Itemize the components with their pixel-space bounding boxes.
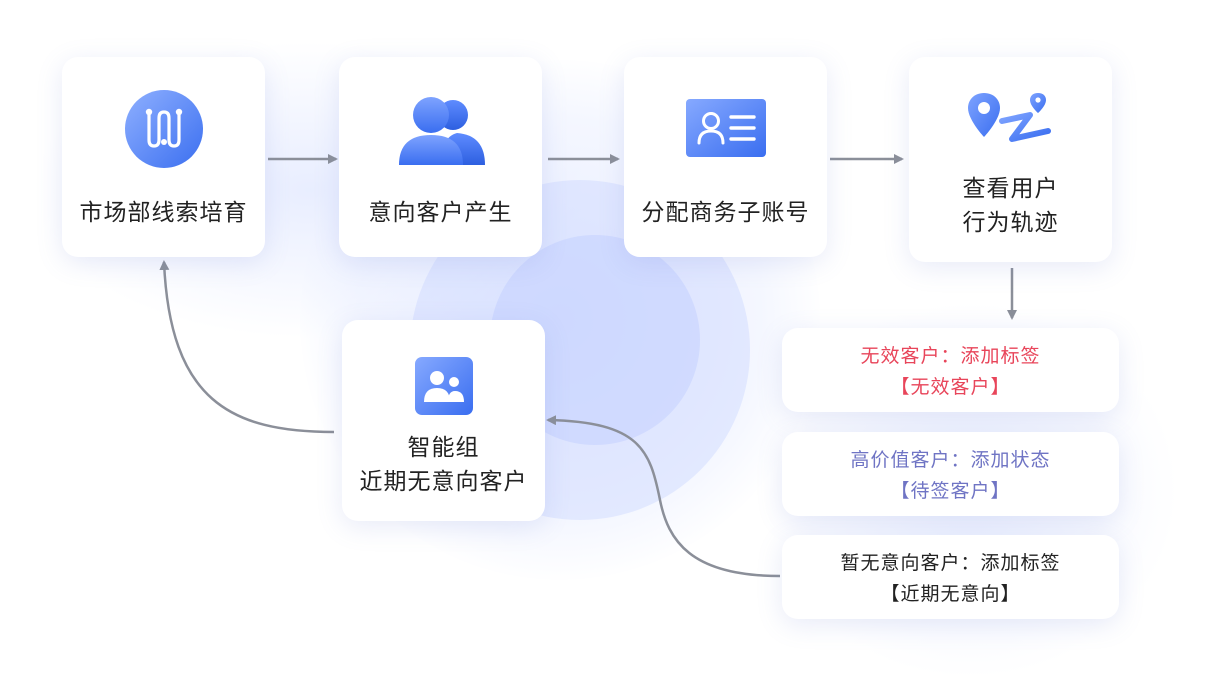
arrow-smart-to-marketing xyxy=(159,260,335,434)
node-label: 意向客户产生 xyxy=(368,200,513,226)
node-label-line2: 行为轨迹 xyxy=(962,210,1059,236)
node-label: 分配商务子账号 xyxy=(641,200,810,226)
outcome-invalid-line2: 【无效客户】 xyxy=(890,376,1011,398)
outcome-no-intent-customer: 暂无意向客户：添加标签 【近期无意向】 xyxy=(782,535,1119,619)
node-label: 市场部线索培育 xyxy=(79,200,248,226)
node-marketing-lead-nurturing: 市场部线索培育 xyxy=(62,57,265,257)
map-pin-route-icon xyxy=(967,91,1054,151)
node-label-line1: 智能组 xyxy=(407,435,480,461)
id-card-icon xyxy=(685,99,766,163)
node-intent-customer: 意向客户产生 xyxy=(339,57,542,257)
outcome-no-intent-line1: 暂无意向客户：添加标签 xyxy=(840,552,1061,574)
route-icon xyxy=(124,90,203,172)
outcome-invalid-customer: 无效客户：添加标签 【无效客户】 xyxy=(782,328,1119,412)
outcome-high-value-line2: 【待签客户】 xyxy=(890,480,1011,502)
node-assign-sub-account: 分配商务子账号 xyxy=(624,57,827,257)
node-track-user-behavior: 查看用户 行为轨迹 xyxy=(909,57,1112,262)
node-label-line2: 近期无意向客户 xyxy=(359,469,528,495)
outcome-invalid-line1: 无效客户：添加标签 xyxy=(860,345,1041,367)
outcome-high-value-line1: 高价值客户：添加状态 xyxy=(850,449,1051,471)
outcome-high-value-customer: 高价值客户：添加状态 【待签客户】 xyxy=(782,432,1119,516)
outcome-no-intent-line2: 【近期无意向】 xyxy=(880,583,1021,605)
arrow-no-intent-to-smart xyxy=(546,415,781,578)
group-icon xyxy=(414,357,473,419)
node-label-line1: 查看用户 xyxy=(962,176,1059,202)
node-smart-group: 智能组 近期无意向客户 xyxy=(342,320,545,521)
users-icon xyxy=(395,93,487,173)
